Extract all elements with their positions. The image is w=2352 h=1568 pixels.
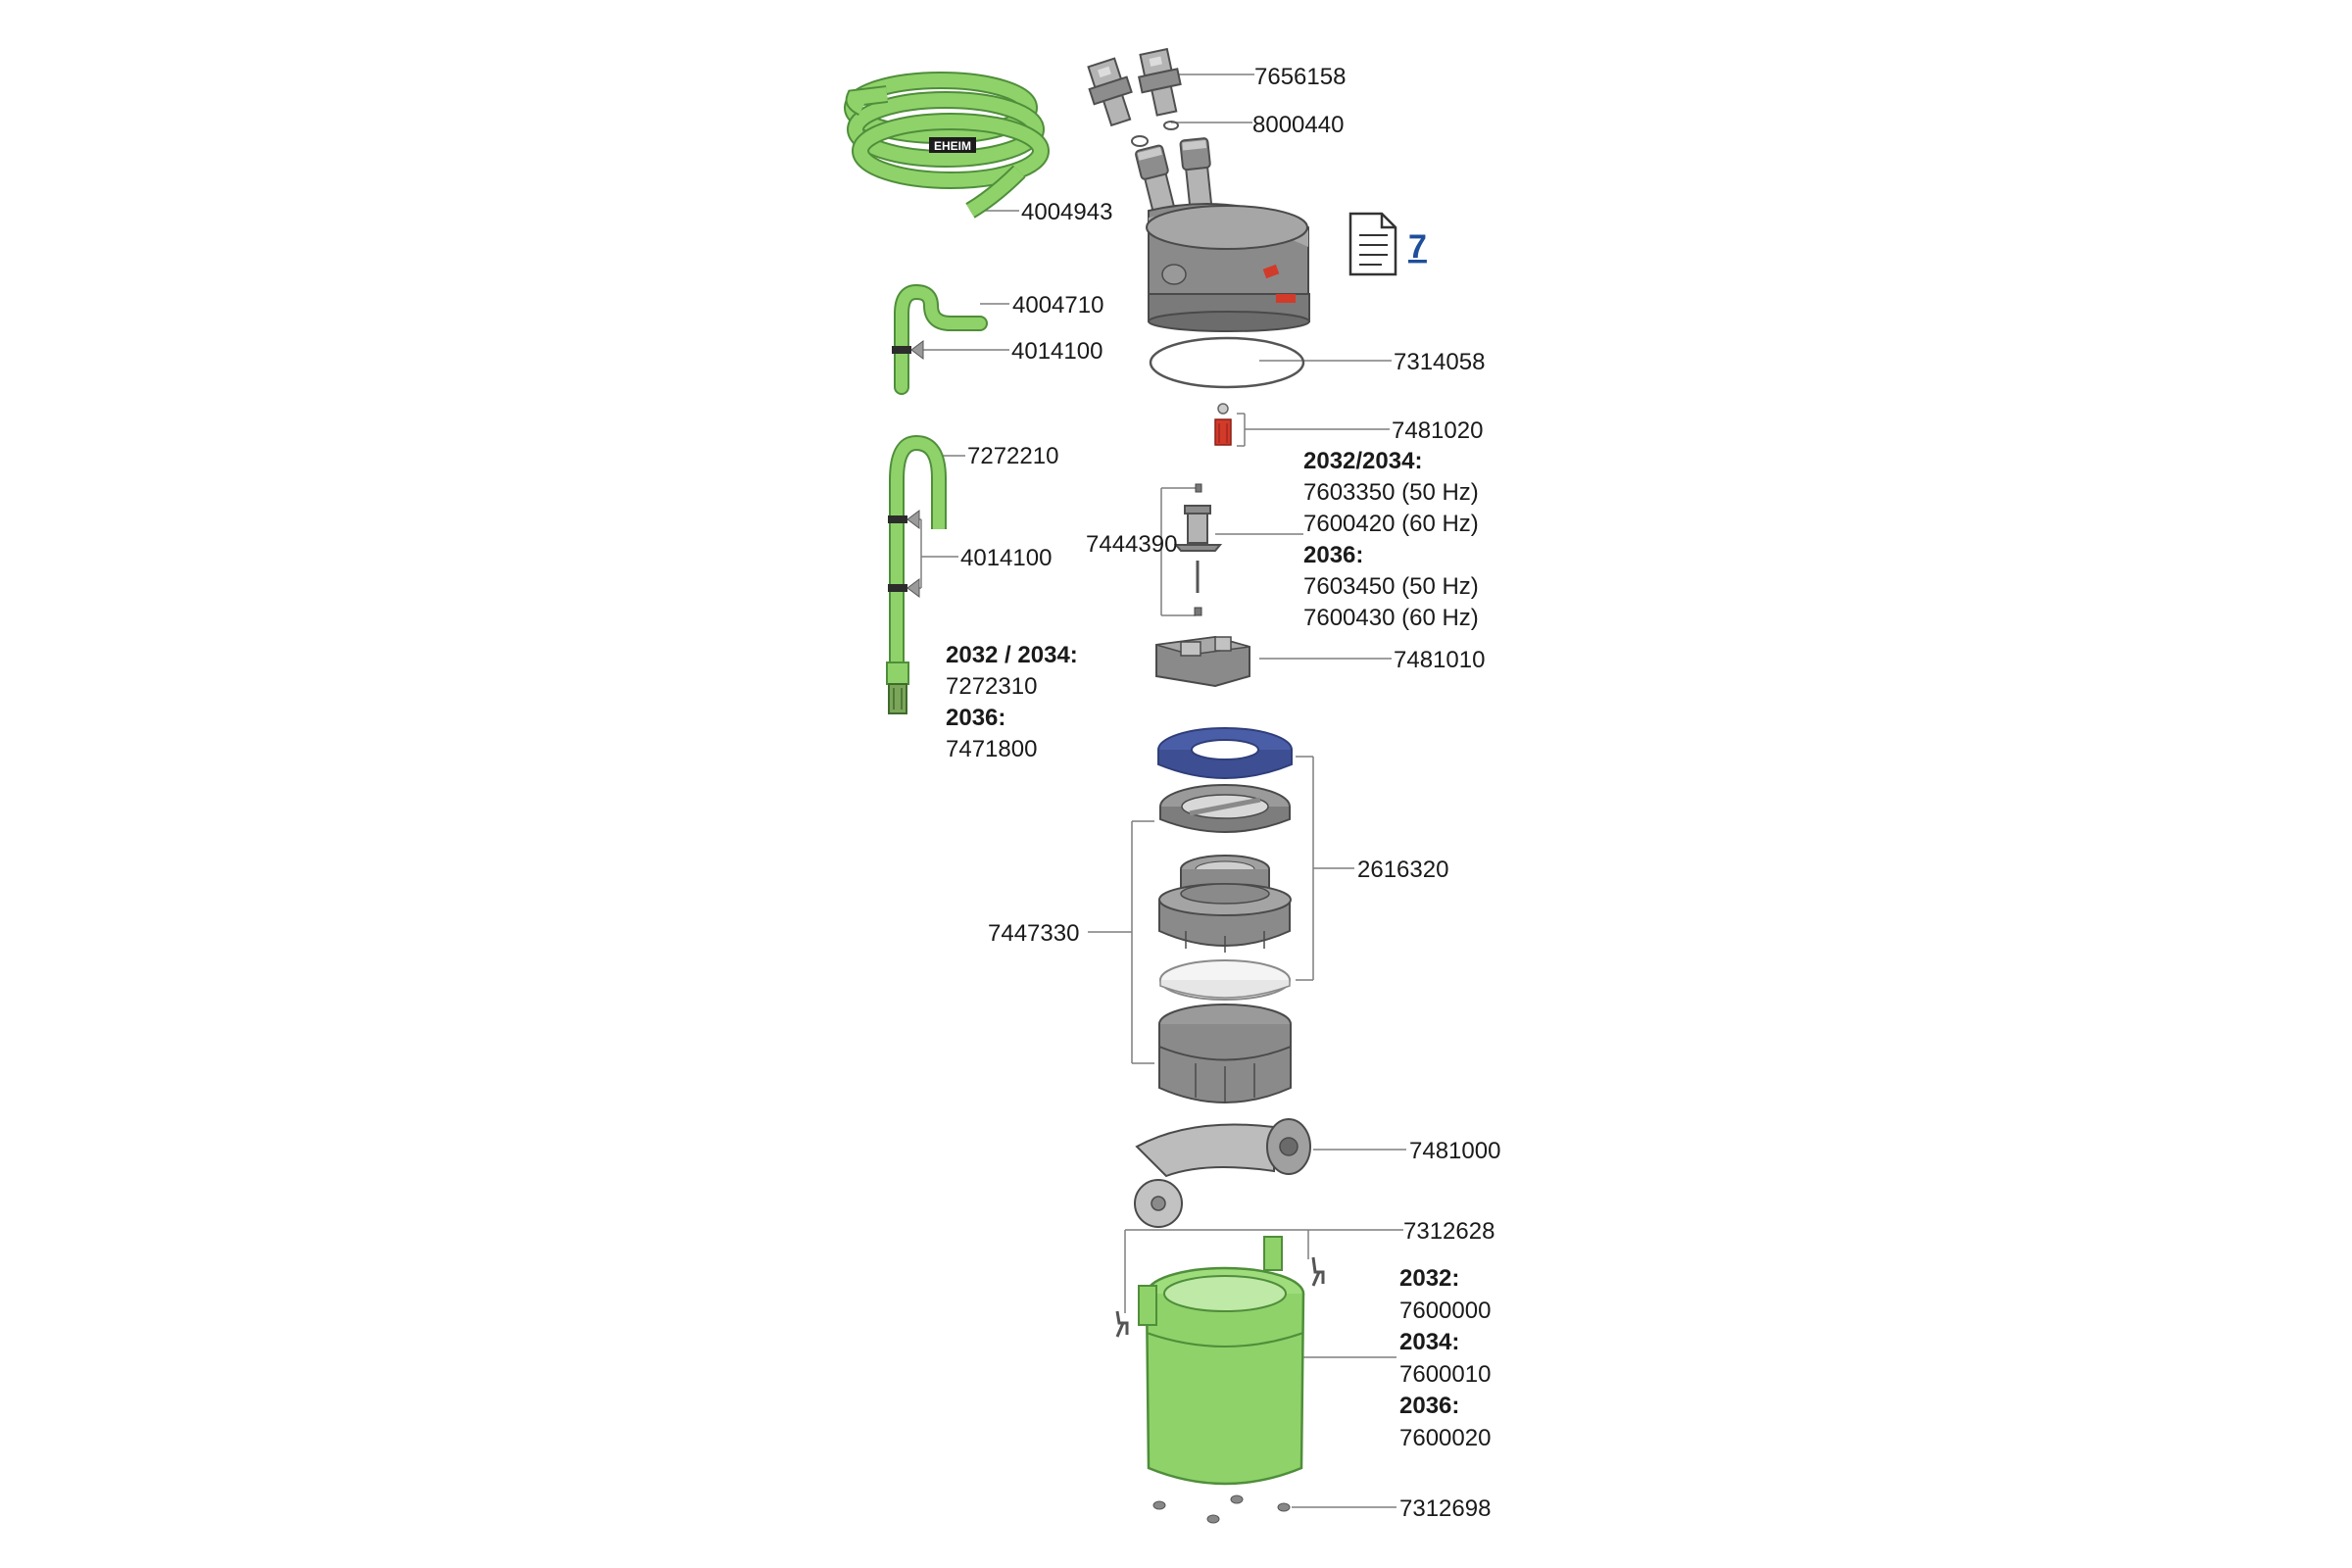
blue-sponge-part	[1157, 727, 1293, 779]
label-4014100-top: 4014100	[1011, 338, 1102, 365]
intake-strainer-part	[886, 662, 909, 714]
impeller-housing-part	[1155, 635, 1250, 688]
label-7471800: 7471800	[946, 736, 1037, 762]
label-7272210: 7272210	[967, 443, 1058, 469]
head-gasket-part	[1149, 336, 1305, 389]
label-4004943: 4004943	[1021, 199, 1112, 225]
label-pump-models-2032-2034: 2032/2034:	[1303, 448, 1422, 474]
label-7314058: 7314058	[1394, 349, 1485, 375]
label-7481020: 7481020	[1392, 417, 1483, 444]
white-filter-pad-part	[1159, 959, 1291, 1001]
pump-head-part	[1135, 137, 1310, 332]
label-7312628: 7312628	[1403, 1218, 1494, 1245]
label-4004710: 4004710	[1012, 292, 1103, 318]
label-7600420: 7600420 (60 Hz)	[1303, 511, 1479, 537]
label-canister-2032: 2032:	[1399, 1265, 1459, 1292]
label-canister-2034: 2034:	[1399, 1329, 1459, 1355]
label-7481000: 7481000	[1409, 1138, 1500, 1164]
label-8000440: 8000440	[1252, 112, 1344, 138]
label-intake-models-2032-2034: 2032 / 2034:	[946, 642, 1078, 668]
label-2616320: 2616320	[1357, 857, 1448, 883]
label-7600430: 7600430 (60 Hz)	[1303, 605, 1479, 631]
canister-part	[1138, 1236, 1305, 1486]
filter-tray-lid-part	[1159, 784, 1291, 833]
label-7447330: 7447330	[988, 920, 1079, 947]
document-icon[interactable]	[1348, 212, 1397, 276]
label-7656158: 7656158	[1254, 64, 1346, 90]
canister-clips-part	[1115, 1256, 1325, 1338]
label-4014100-bottom: 4014100	[960, 545, 1052, 571]
label-7272310: 7272310	[946, 673, 1037, 700]
document-link-label[interactable]: 7	[1408, 228, 1427, 266]
label-7603350: 7603350 (50 Hz)	[1303, 479, 1479, 506]
hose-brand-text: EHEIM	[934, 139, 971, 153]
brand-label	[929, 137, 976, 153]
label-7600000: 7600000	[1399, 1298, 1491, 1324]
filter-basket-part	[1158, 855, 1292, 953]
o-rings-part	[1131, 121, 1179, 147]
bottom-basket-part	[1158, 1004, 1292, 1103]
label-7312698: 7312698	[1399, 1495, 1491, 1522]
label-canister-2036: 2036:	[1399, 1393, 1459, 1419]
document-link[interactable]: 7	[1348, 212, 1427, 276]
carry-handle-part	[1134, 1118, 1311, 1228]
label-pump-models-2036: 2036:	[1303, 542, 1363, 568]
valve-connectors-part	[1087, 47, 1182, 127]
label-7600010: 7600010	[1399, 1361, 1491, 1388]
label-7481010: 7481010	[1394, 647, 1485, 673]
impeller-part	[1173, 483, 1223, 616]
part-labels: 7656158 8000440 4004943 4004710 4014100 …	[946, 64, 1500, 1522]
intake-pipe-part	[888, 434, 947, 676]
label-7603450: 7603450 (50 Hz)	[1303, 573, 1479, 600]
canister-feet-part	[1152, 1494, 1291, 1524]
label-7444390: 7444390	[1086, 531, 1177, 558]
outlet-pipe-part	[892, 283, 988, 395]
label-7600020: 7600020	[1399, 1425, 1491, 1451]
red-valve-part	[1214, 403, 1232, 446]
coiled-hose-part: EHEIM	[844, 72, 1050, 219]
label-intake-models-2036: 2036:	[946, 705, 1005, 731]
